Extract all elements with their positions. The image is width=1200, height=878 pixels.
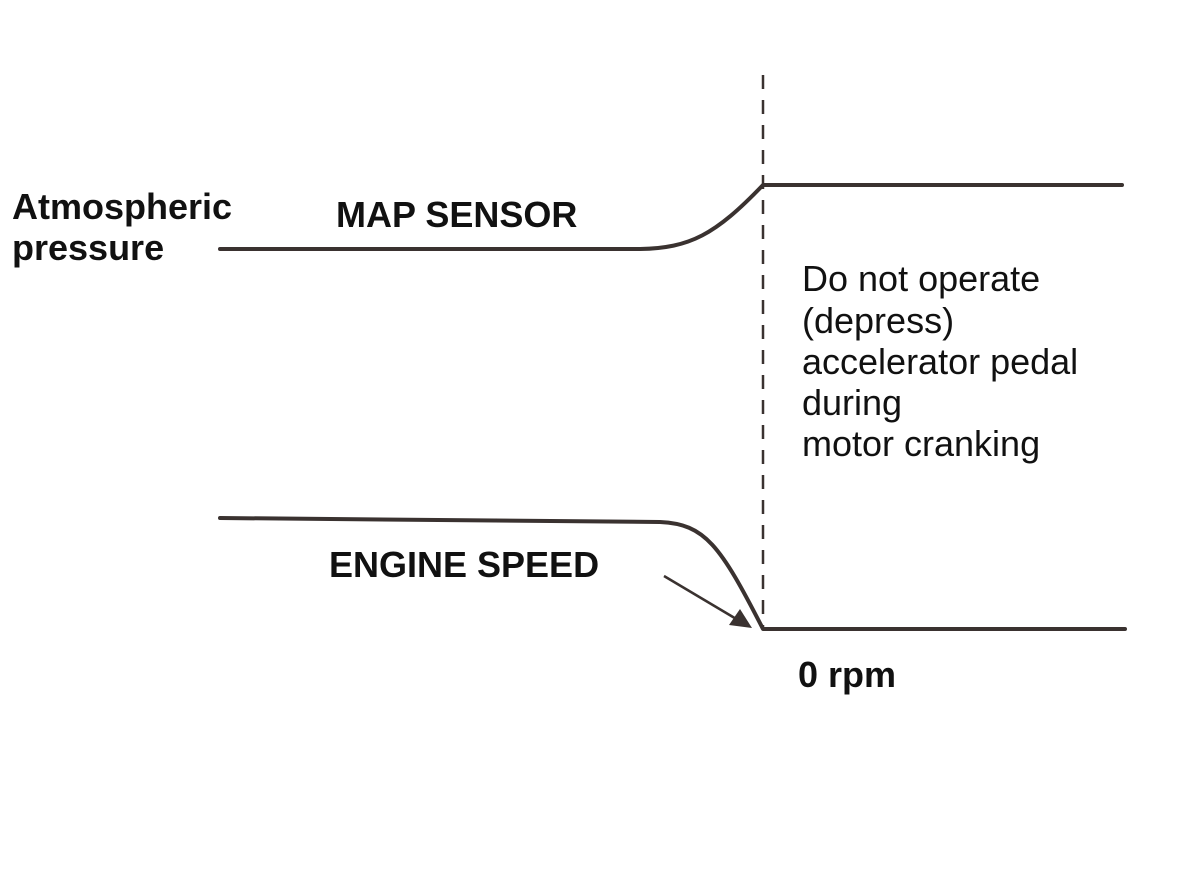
note-line: motor cranking [802, 423, 1040, 464]
engine-speed-arrowhead [729, 609, 752, 628]
engine-speed-arrow-shaft [663, 574, 739, 622]
note-line: (depress) [802, 300, 954, 341]
zero-rpm-label: 0 rpm [798, 654, 896, 695]
note-line: accelerator pedal [802, 341, 1078, 382]
engine-speed-label: ENGINE SPEED [329, 544, 599, 585]
map-sensor-label: MAP SENSOR [336, 194, 577, 235]
note-line: Do not operate [802, 258, 1040, 299]
note-line: during [802, 382, 902, 423]
atmospheric-pressure-label-line1: Atmospheric [12, 186, 232, 227]
atmospheric-pressure-label-line2: pressure [12, 227, 164, 268]
map-sensor-curve [218, 183, 1124, 251]
engine-speed-curve [218, 516, 1127, 631]
